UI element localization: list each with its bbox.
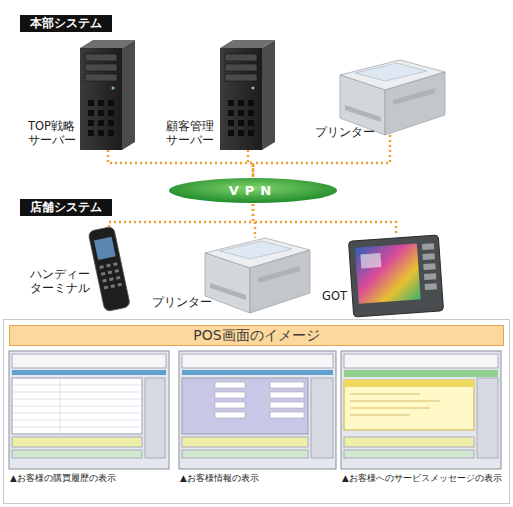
device-label: ハンディー ターミナル [30,268,90,296]
section-tag: 本部システム [20,15,112,32]
device-node: 顧客管理 サーバー [220,38,276,150]
screen-caption: ▲お客様の購買履歴の表示 [10,473,116,484]
device-node: プリンター [200,238,310,313]
printer-illustration [340,60,445,135]
network-label: VPN [168,177,338,204]
dotted-connector [253,204,396,236]
screen-caption: ▲お客様へのサービスメッセージの表示 [342,473,502,484]
tag-node: 店舗システム [20,199,112,216]
section-title: POS画面のイメージ [9,325,504,346]
screen-node: ▲お客様情報の表示 [180,352,337,470]
dotted-connector [109,204,253,228]
section-tag: 店舗システム [20,199,112,216]
device-label: プリンター [152,296,222,310]
device-label: プリンター [315,126,385,140]
got-illustration [348,235,443,317]
frame-node: POS画面のイメージ▲お客様の購買履歴の表示▲お客様情報の表示▲お客様へのサービ… [3,319,510,504]
pos-screen-illustration [179,351,336,469]
handy-terminal-illustration [88,226,130,312]
server-illustration [220,40,275,150]
pos-screen-illustration [9,351,169,469]
screen-caption: ▲お客様情報の表示 [180,473,259,484]
device-label: 顧客管理 サーバー [166,120,220,148]
tag-node: 本部システム [20,15,112,32]
server-illustration [80,40,135,150]
vpn-shape [169,178,337,203]
printer-illustration [205,238,310,313]
screen-node: ▲お客様の購買履歴の表示 [10,352,170,470]
dotted-connector [108,150,253,177]
pos-screen-illustration [341,351,501,469]
device-label: GOT [322,290,362,304]
vpn-node: VPN [168,177,338,204]
device-node: プリンター [335,60,445,135]
dotted-connector [253,135,390,177]
device-node: GOT [350,236,442,316]
device-label: TOP戦略 サーバー [28,120,80,148]
screen-node: ▲お客様へのサービスメッセージの表示 [342,352,502,470]
device-node: ハンディー ターミナル [92,228,126,310]
device-node: TOP戦略 サーバー [80,38,136,150]
